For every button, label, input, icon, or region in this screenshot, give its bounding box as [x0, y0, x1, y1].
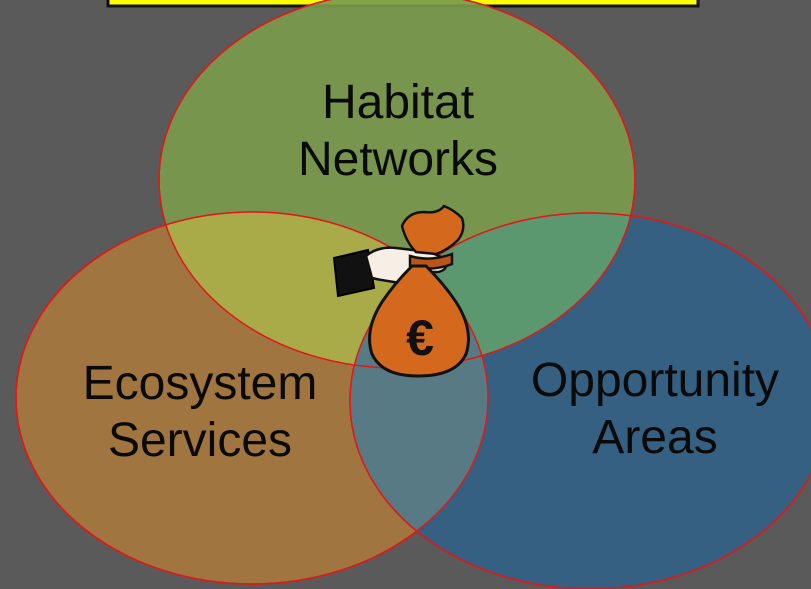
sleeve-cuff: [332, 248, 376, 298]
money-bag-euro-icon: €: [332, 204, 470, 378]
euro-symbol: €: [406, 310, 434, 366]
habitat-ecosystem-overlap: [159, 212, 488, 368]
ecosystem-label-line2: Services: [108, 414, 292, 467]
habitat-label-line2: Networks: [298, 133, 498, 186]
ecosystem-label-line1: Ecosystem: [83, 357, 318, 410]
habitat-label-line1: Habitat: [322, 76, 474, 129]
opportunity-label-line2: Areas: [592, 411, 717, 464]
bag-top: [400, 204, 465, 256]
bag-body: [368, 264, 470, 378]
habitat-opportunity-overlap: [350, 213, 635, 368]
opportunity-label-line1: Opportunity: [531, 354, 779, 407]
